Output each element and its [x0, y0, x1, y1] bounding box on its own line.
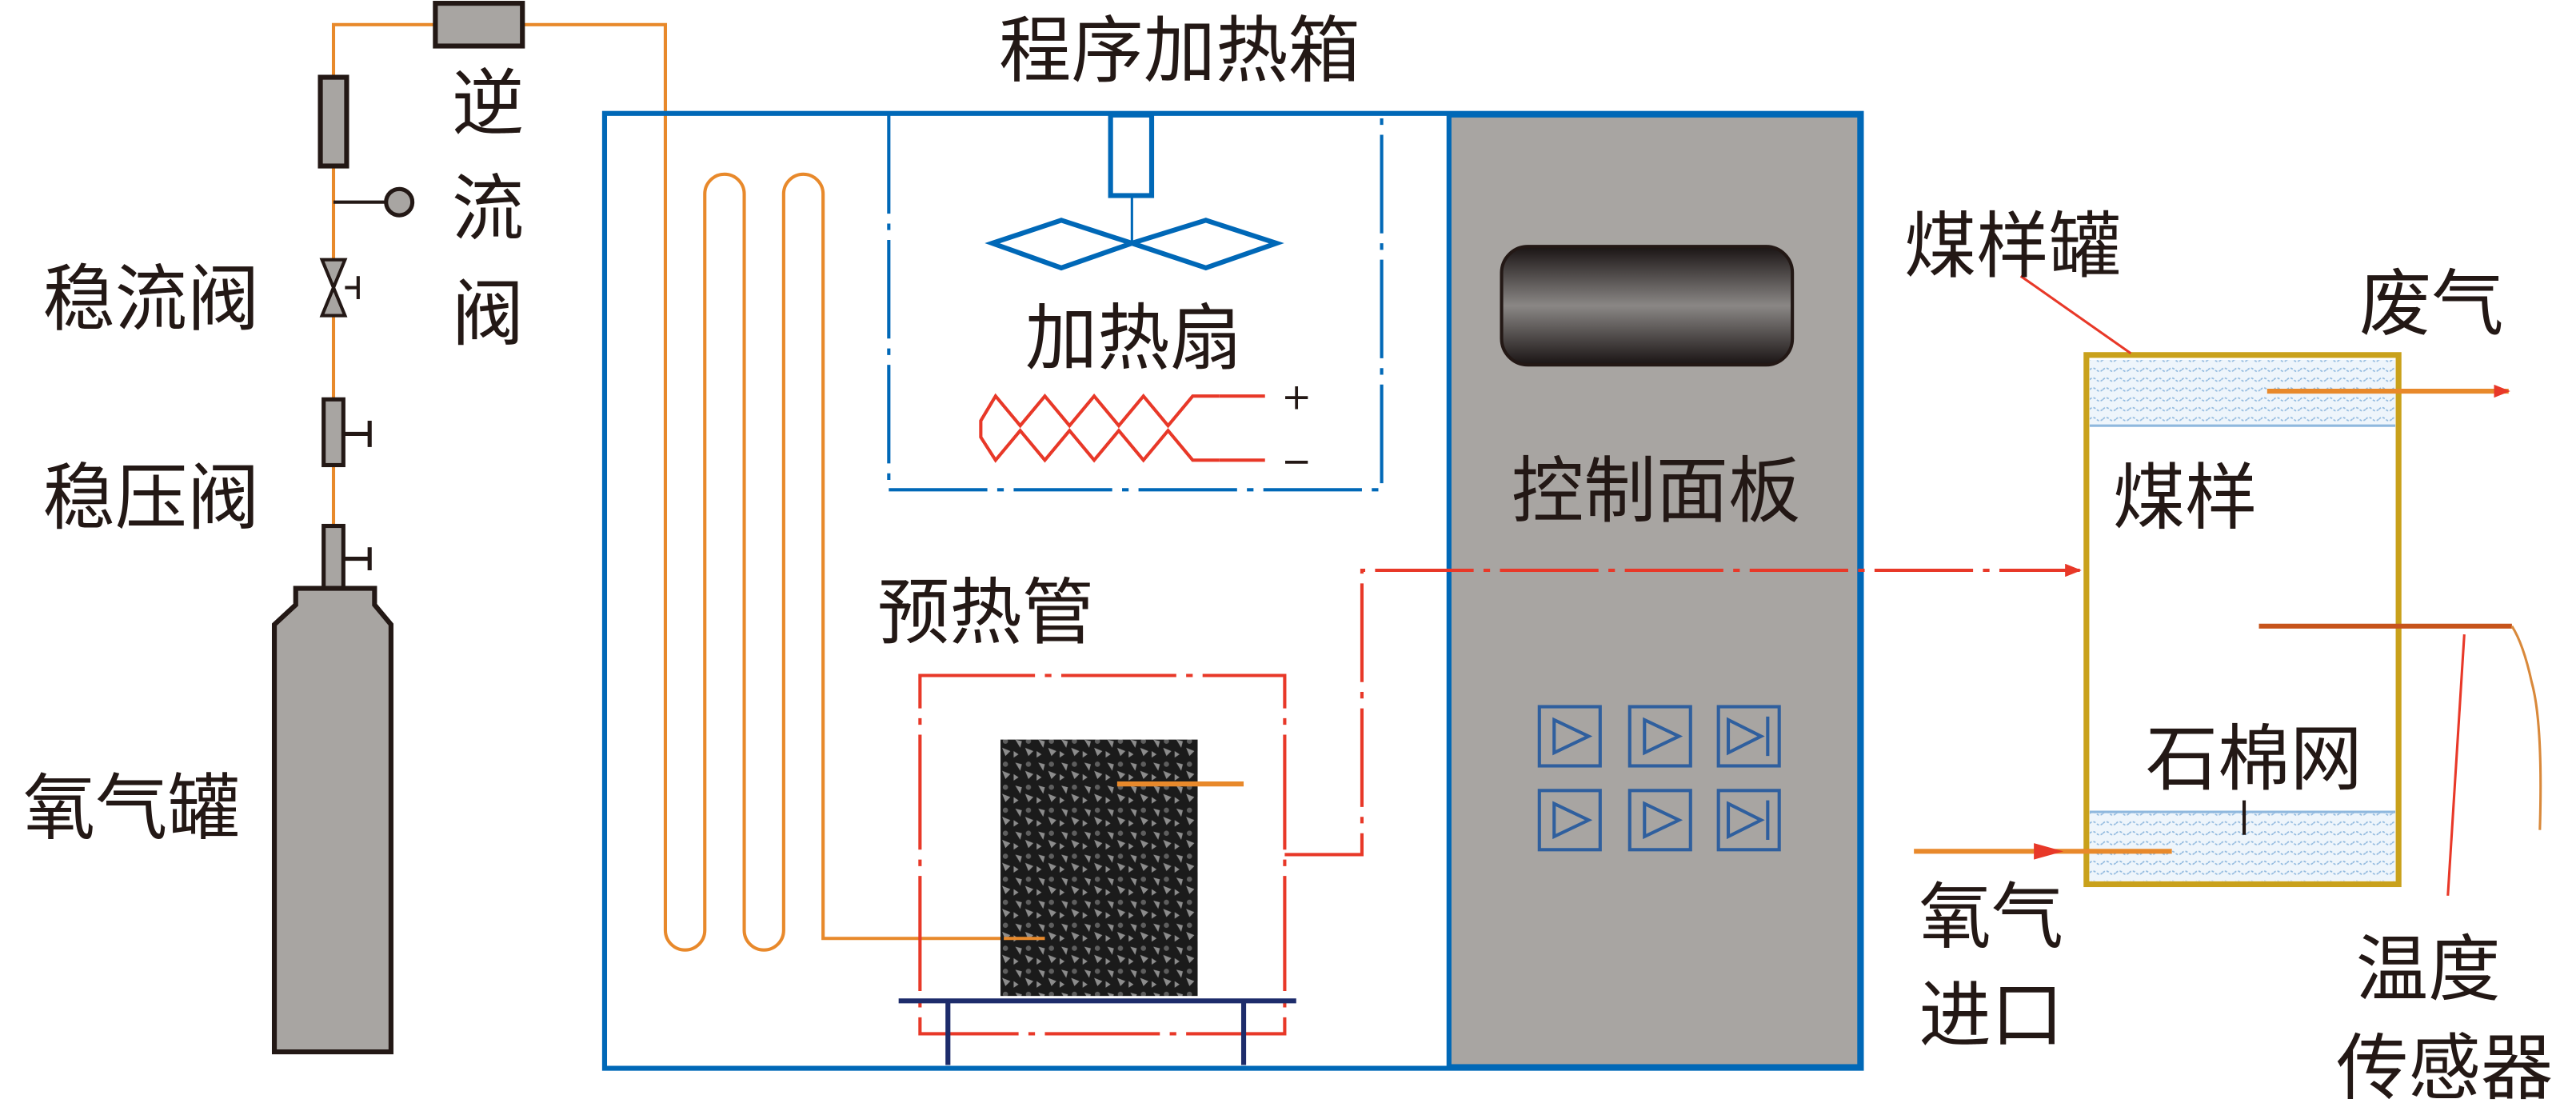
play-button [1627, 789, 1692, 852]
preheat-enclosure [918, 673, 1287, 1036]
flow-valve-label: 稳流阀 [42, 258, 259, 342]
preheat-tube-label: 预热管 [877, 571, 1094, 655]
oxygen-cylinder [271, 523, 393, 1055]
skip-button [1716, 705, 1781, 768]
coal-sample-label: 煤样 [2113, 456, 2258, 540]
pressure-gauge [333, 186, 415, 218]
play-button [1537, 705, 1602, 768]
flowmeter [318, 74, 349, 169]
check-valve-label: 逆 [452, 62, 524, 146]
pressure-valve [322, 397, 372, 468]
coal-tank-leader [2019, 274, 2132, 355]
oxygen-inlet-label: 进口 [1919, 974, 2063, 1058]
oxygen-tank-label: 氧气罐 [23, 767, 240, 851]
display-screen [1500, 245, 1795, 367]
coal-tank [2083, 352, 2402, 888]
sensor-wire [2510, 625, 2542, 830]
heater-coil [979, 393, 1220, 463]
flow-valve [319, 258, 360, 318]
pressure-valve-label: 稳压阀 [42, 456, 259, 540]
check-valve-label: 阀 [452, 272, 524, 356]
fan-enclosure [887, 114, 1384, 492]
fan-blades [984, 218, 1284, 271]
signal-line [1284, 563, 2082, 857]
oven-title: 程序加热箱 [999, 10, 1360, 94]
check-valve-label: 流 [452, 167, 524, 251]
coal-tank-label: 煤样罐 [1904, 205, 2121, 289]
control-buttons [1537, 705, 1781, 852]
minus-sign: − [1281, 440, 1312, 482]
skip-button [1716, 789, 1781, 852]
control-panel-label: 控制面板 [1512, 450, 1800, 534]
sensor-leader [2446, 634, 2466, 896]
gas-pipe [331, 22, 1044, 952]
play-button [1627, 705, 1692, 768]
oxygen-inlet-label: 氧气 [1919, 875, 2063, 959]
fan-shaft [1108, 112, 1155, 198]
plus-sign: + [1281, 376, 1312, 418]
sample-stand [898, 998, 1296, 1065]
play-button [1537, 789, 1602, 852]
exhaust-label: 废气 [2359, 262, 2504, 346]
fan-label: 加热扇 [1025, 297, 1242, 381]
temp-sensor-label: 传感器 [2336, 1026, 2553, 1110]
check-valve [433, 1, 525, 49]
coal-sample-block [1000, 739, 1198, 997]
temp-sensor-label: 温度 [2356, 928, 2501, 1012]
asbestos-mesh-label: 石棉网 [2146, 717, 2362, 801]
